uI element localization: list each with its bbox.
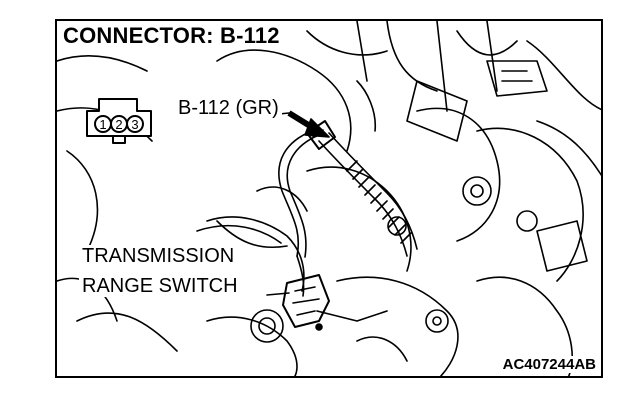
connector-face-icon bbox=[86, 98, 152, 144]
engine-linework bbox=[57, 21, 601, 376]
component-leader-line bbox=[266, 292, 290, 296]
pin-number-2: 2 bbox=[115, 117, 122, 132]
diagram-frame: CONNECTOR: B-112 B-112 (GR) 1 2 3 TRANSM… bbox=[55, 19, 603, 378]
wire-harness bbox=[196, 130, 320, 297]
pointer-arrow bbox=[287, 110, 330, 138]
component-name-line2: RANGE SWITCH bbox=[79, 275, 241, 297]
figure-reference: AC407244AB bbox=[500, 356, 598, 373]
connector-code-label: B-112 (GR) bbox=[175, 98, 282, 118]
engine-bay-illustration bbox=[57, 21, 601, 376]
pin-number-1: 1 bbox=[99, 117, 106, 132]
coiled-hose bbox=[318, 132, 418, 257]
pin-numbers: 1 2 3 bbox=[99, 117, 138, 132]
component-name-line1: TRANSMISSION bbox=[79, 245, 238, 267]
connector-title: CONNECTOR: B-112 bbox=[63, 25, 283, 48]
pin-number-3: 3 bbox=[131, 117, 138, 132]
range-switch-body bbox=[282, 274, 330, 331]
